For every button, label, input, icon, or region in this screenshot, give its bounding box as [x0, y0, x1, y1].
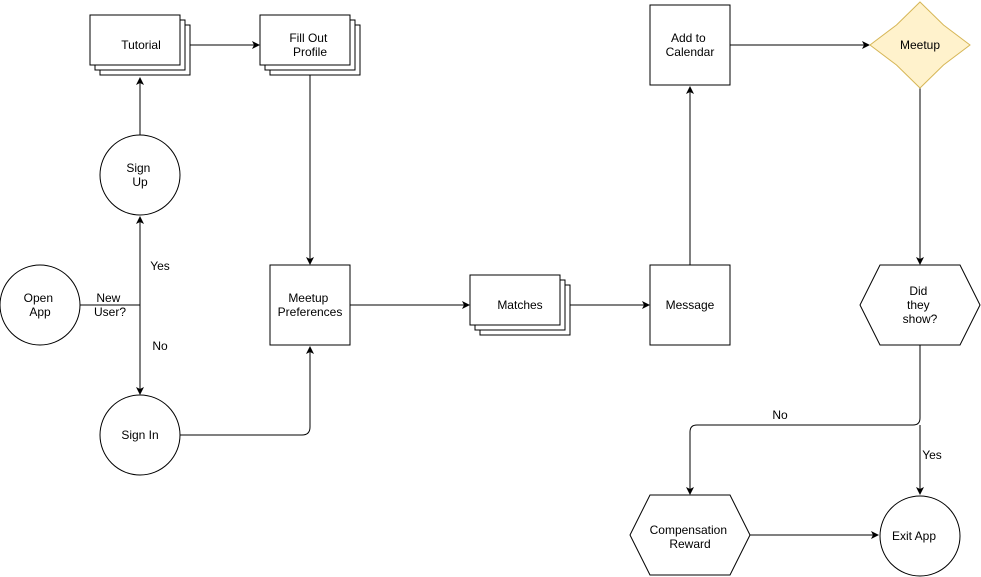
node-exit-app-shape — [879, 495, 961, 577]
node-meetup-label: Meetup — [900, 38, 940, 52]
node-sign-in-shape — [99, 394, 181, 476]
node-sign-in: Sign In — [99, 394, 181, 476]
node-compensation-reward-line-1: Compensation — [650, 523, 727, 537]
node-fill-out-profile-line-2: Profile — [293, 45, 327, 59]
node-did-they-show-line-3: show? — [903, 312, 938, 326]
node-matches: Matches — [469, 274, 571, 336]
node-compensation-reward: Compensation Reward — [629, 494, 751, 576]
node-did-they-show-line-1: Did — [909, 284, 927, 298]
node-sign-up-line-1: Sign — [126, 161, 150, 175]
edge-label-new-user-line-2: User? — [94, 305, 126, 319]
edge-no-to-compensation — [686, 345, 921, 495]
node-compensation-reward-line-2: Reward — [669, 537, 710, 551]
edge-label-new-user-line-1: New — [96, 291, 120, 305]
edge-label-no-left: No — [152, 339, 168, 353]
node-meetup-shape — [869, 1, 971, 89]
node-meetup-preferences-line-2: Preferences — [278, 305, 343, 319]
node-open-app-shape — [0, 264, 81, 346]
node-fill-out-profile-label: Fill Out Profile — [289, 31, 330, 59]
node-add-to-calendar-line-1: Add to — [671, 31, 706, 45]
node-compensation-reward-label: Compensation Reward — [650, 523, 731, 551]
node-add-to-calendar: Add to Calendar — [649, 4, 731, 86]
edge-label-yes-bottom: Yes — [922, 448, 942, 462]
node-compensation-reward-shape — [629, 494, 751, 576]
edge-label-yes-top: Yes — [150, 259, 170, 273]
node-add-to-calendar-label: Add to Calendar — [666, 31, 715, 59]
node-sign-up-line-2: Up — [132, 175, 148, 189]
node-did-they-show-line-2: they — [907, 298, 930, 312]
node-sign-up-label: Sign Up — [126, 161, 153, 189]
node-did-they-show-shape — [859, 264, 981, 346]
node-fill-out-profile-line-1: Fill Out — [289, 31, 328, 45]
node-sign-up-shape — [99, 134, 181, 216]
node-sign-in-label: Sign In — [121, 428, 158, 442]
node-did-they-show-label: Did they show? — [903, 284, 938, 326]
node-meetup: Meetup — [869, 1, 971, 89]
edge-label-new-user: New User? — [94, 291, 126, 319]
edge-label-no-right: No — [772, 408, 788, 422]
node-message-shape — [649, 264, 731, 346]
node-did-they-show: Did they show? — [859, 264, 981, 346]
node-matches-label: Matches — [497, 298, 542, 312]
node-exit-app-label: Exit App — [892, 529, 936, 543]
node-open-app-line-1: Open — [24, 291, 53, 305]
node-add-to-calendar-shape — [649, 4, 731, 86]
node-message-label: Message — [666, 298, 715, 312]
node-tutorial: Tutorial — [89, 14, 191, 76]
node-open-app: Open App — [0, 264, 81, 346]
edge-sign-in-to-preferences — [180, 346, 314, 436]
node-meetup-preferences-label: Meetup Preferences — [278, 291, 343, 319]
node-meetup-preferences: Meetup Preferences — [269, 264, 351, 346]
node-meetup-preferences-shape — [269, 264, 351, 346]
node-profile-shape-front — [259, 14, 351, 66]
node-matches-shape-front — [469, 274, 561, 326]
node-fill-out-profile: Fill Out Profile — [259, 14, 361, 76]
node-tutorial-label: Tutorial — [121, 38, 161, 52]
edges — [80, 41, 924, 539]
node-open-app-line-2: App — [29, 305, 51, 319]
node-meetup-preferences-line-1: Meetup — [288, 291, 328, 305]
node-exit-app: Exit App — [879, 495, 961, 577]
edge-labels: New User? Yes No No Yes — [94, 259, 942, 462]
node-tutorial-shape-front — [89, 14, 181, 66]
node-open-app-label: Open App — [24, 291, 57, 319]
node-sign-up: Sign Up — [99, 134, 181, 216]
node-add-to-calendar-line-2: Calendar — [666, 45, 715, 59]
node-message: Message — [649, 264, 731, 346]
